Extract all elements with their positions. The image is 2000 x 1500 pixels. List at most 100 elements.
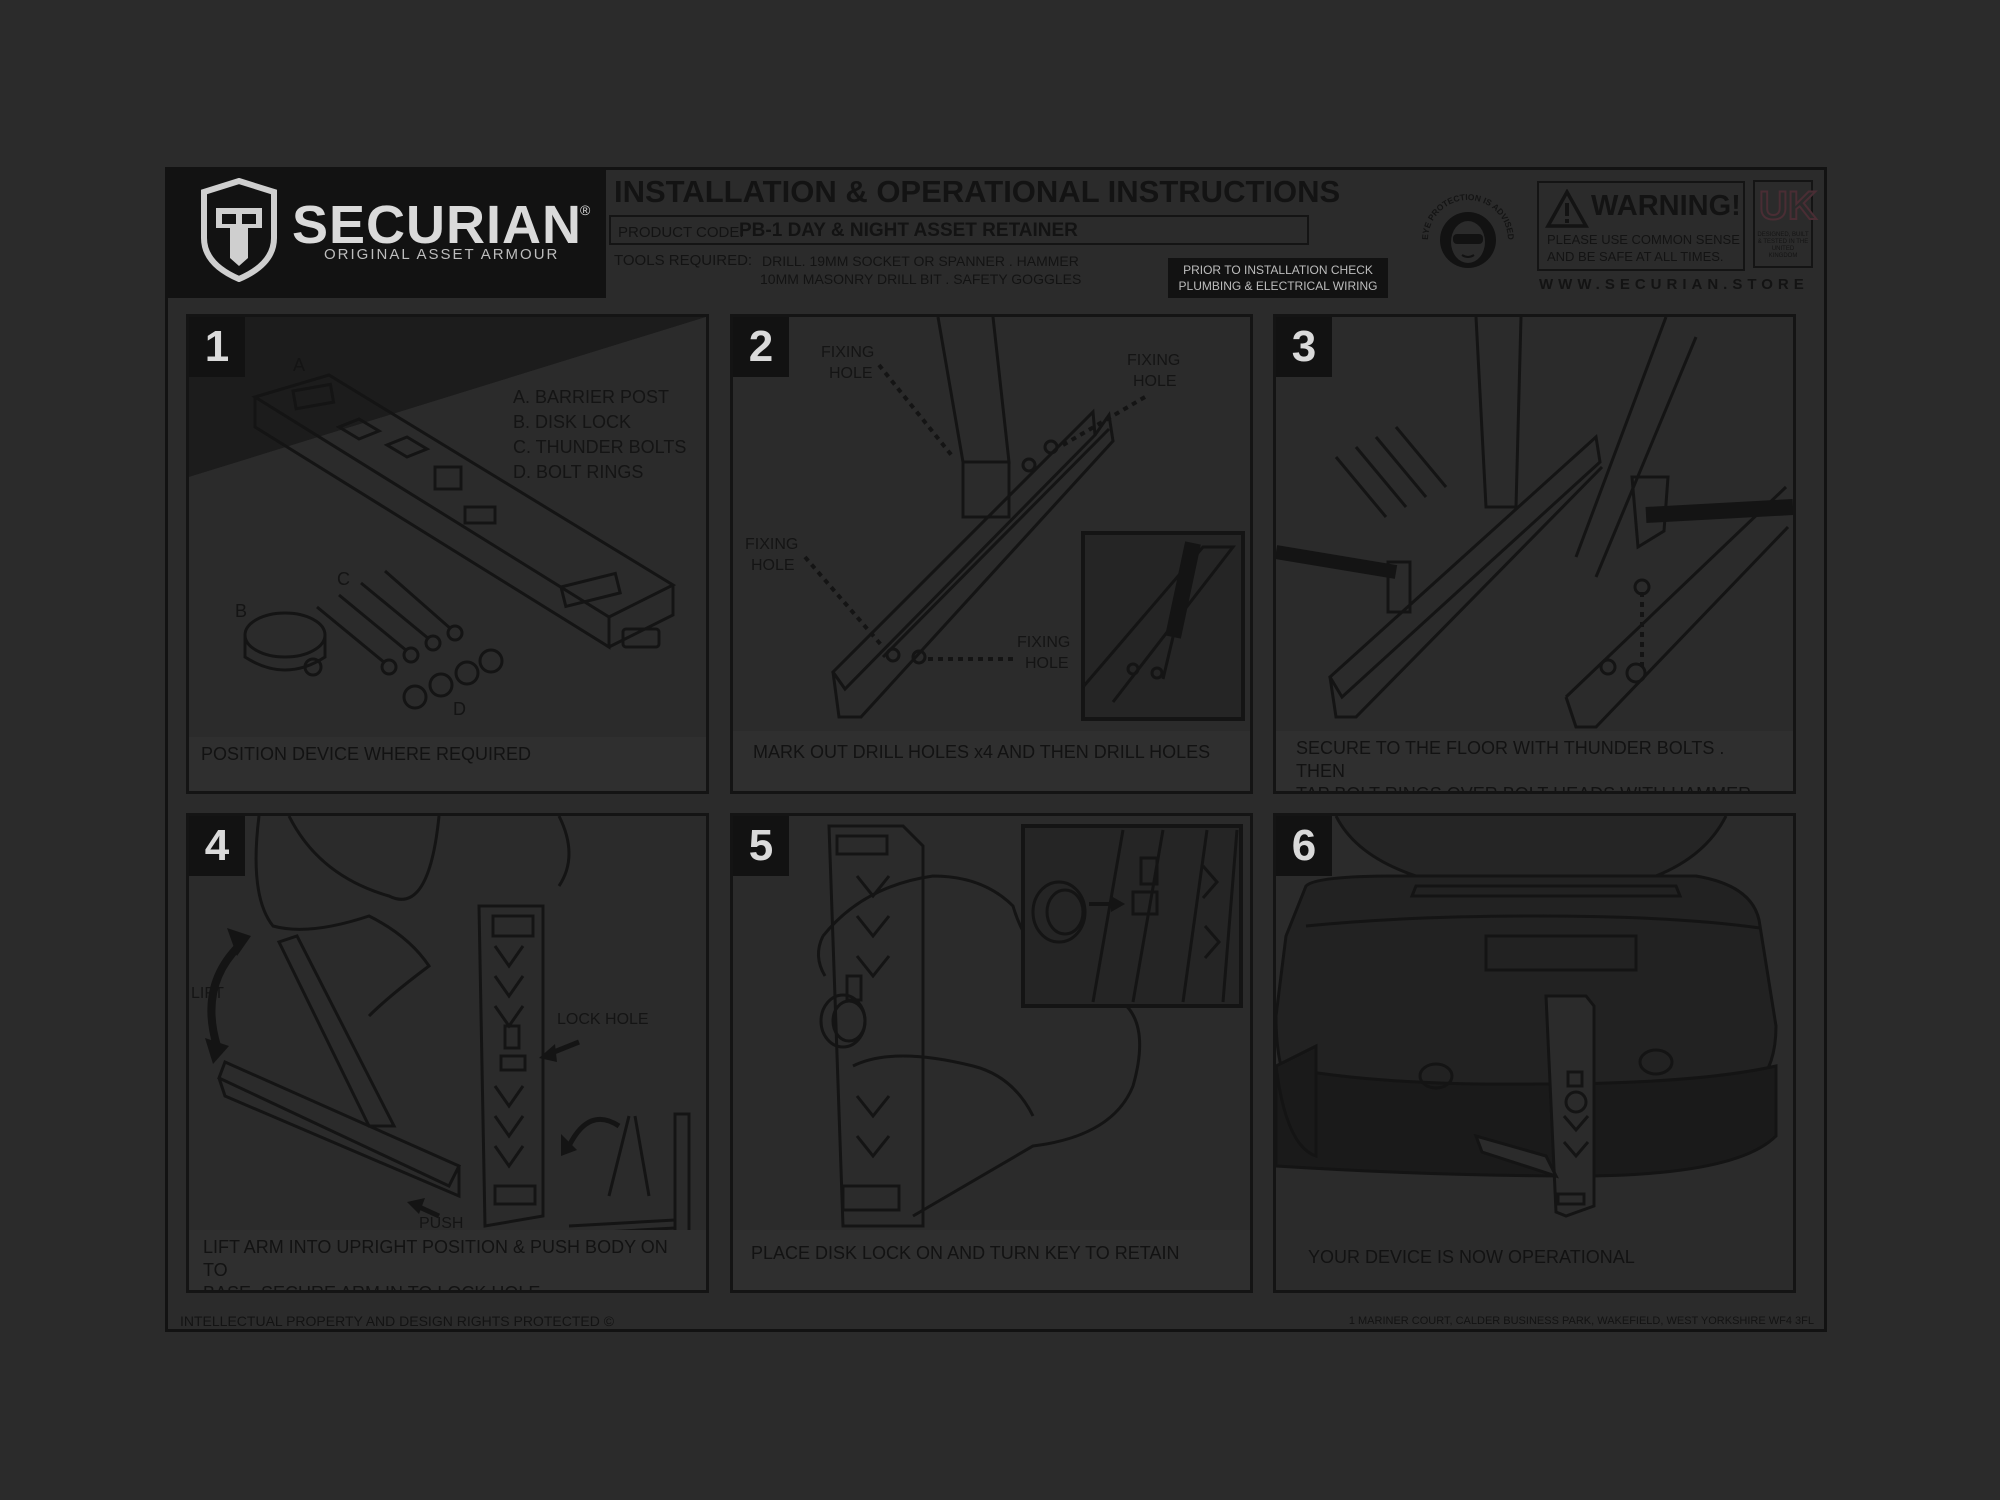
uk-badge: UK DESIGNED, BUILT & TESTED IN THE UNITE… [1753, 180, 1818, 268]
label-a: A [293, 355, 305, 375]
fixing-hole-label: FIXING [1127, 352, 1180, 369]
fixing-hole-leaders [803, 363, 1147, 661]
step-panel-3: 3 SECURE TO THE FLOOR WITH THUNDER BOLTS… [1273, 314, 1796, 794]
drill-inset [1081, 531, 1245, 721]
step-3-caption-line2: TAP BOLT RINGS OVER BOLT HEADS WITH HAMM… [1296, 784, 1752, 794]
website-url: WWW.SECURIAN.STORE [1539, 276, 1809, 293]
step-caption: PLACE DISK LOCK ON AND TURN KEY TO RETAI… [733, 1230, 1250, 1290]
step-number: 3 [1276, 317, 1332, 377]
parts-list-item: C. THUNDER BOLTS [513, 437, 686, 457]
helmet-logo-icon [201, 178, 277, 282]
step-number: 5 [733, 816, 789, 876]
step-caption: SECURE TO THE FLOOR WITH THUNDER BOLTS .… [1276, 731, 1793, 791]
lock-hole-arrow-icon [539, 1039, 580, 1062]
instruction-sheet: SECURIAN ® ORIGINAL ASSET ARMOUR INSTALL… [165, 167, 1827, 1332]
bolted-channel-drawing [1328, 317, 1790, 729]
uk-flag-letters: UK [1758, 183, 1818, 229]
step-panel-6: 6 YOUR DEVICE IS NOW OPERATIONAL [1273, 813, 1796, 1293]
prior-check-line2: PLUMBING & ELECTRICAL WIRING [1178, 279, 1378, 293]
lock-detail-inset [1021, 824, 1243, 1008]
step-1-caption: POSITION DEVICE WHERE REQUIRED [201, 744, 532, 764]
step-3-illustration [1276, 317, 1793, 729]
parts-list-item: D. BOLT RINGS [513, 462, 643, 482]
step-panel-2: FIXING HOLE FIXING HOLE FIXING HOLE FIXI… [730, 314, 1253, 794]
logo-block: SECURIAN ® ORIGINAL ASSET ARMOUR [168, 170, 606, 298]
step-5-caption: PLACE DISK LOCK ON AND TURN KEY TO RETAI… [751, 1243, 1180, 1263]
person-lifting-drawing [254, 816, 571, 1018]
step-caption: YOUR DEVICE IS NOW OPERATIONAL [1276, 1230, 1793, 1290]
step-6-caption: YOUR DEVICE IS NOW OPERATIONAL [1308, 1247, 1635, 1267]
uk-badge-text: DESIGNED, BUILT & TESTED IN THE UNITED K… [1757, 232, 1809, 259]
push-label: PUSH [419, 1215, 463, 1232]
mini-assembly-drawing [568, 1112, 691, 1236]
parts-list-item: A. BARRIER POST [513, 387, 669, 407]
step-panel-5: 5 PLACE DISK LOCK ON AND TURN KEY TO RET… [730, 813, 1253, 1293]
step-4-caption-line1: LIFT ARM INTO UPRIGHT POSITION & PUSH BO… [203, 1237, 668, 1280]
parts-list-item: B. DISK LOCK [513, 412, 631, 432]
car-rear-drawing [1276, 816, 1778, 1178]
step-2-caption: MARK OUT DRILL HOLES x4 AND THEN DRILL H… [753, 742, 1211, 762]
step-caption: LIFT ARM INTO UPRIGHT POSITION & PUSH BO… [189, 1230, 706, 1290]
lift-arrow-icon [205, 928, 251, 1064]
step-panel-4: LIFT LOCK HOLE PUSH 4 LIFT ARM INTO UPRI… [186, 813, 709, 1293]
fixing-hole-label: FIXING [821, 344, 874, 361]
bolt-rings-drawing [402, 648, 504, 710]
prior-check-notice: PRIOR TO INSTALLATION CHECK PLUMBING & E… [1168, 258, 1388, 298]
rotate-arrow-icon [561, 1116, 621, 1156]
brand-registered-mark: ® [580, 202, 591, 218]
step-number: 1 [189, 317, 245, 377]
fixing-hole-label: FIXING [1017, 634, 1070, 651]
tools-required-line1: DRILL. 19MM SOCKET OR SPANNER . HAMMER [762, 253, 1079, 269]
fixing-hole-label: HOLE [1025, 655, 1069, 672]
step-number: 6 [1276, 816, 1332, 876]
step-number: 4 [189, 816, 245, 876]
step-panel-1: A B C D A. BARRIER POST B. DISK LOCK C. … [186, 314, 709, 794]
tools-required-line2: 10MM MASONRY DRILL BIT . SAFETY GOGGLES [760, 271, 1082, 287]
fixing-hole-label: HOLE [829, 365, 873, 382]
warning-title: WARNING! [1591, 190, 1741, 222]
step-caption: MARK OUT DRILL HOLES x4 AND THEN DRILL H… [733, 731, 1250, 791]
disk-lock-drawing [819, 974, 867, 1049]
brand-name: SECURIAN [292, 195, 583, 255]
lift-label: LIFT [191, 985, 224, 1002]
warning-text: PLEASE USE COMMON SENSE AND BE SAFE AT A… [1547, 232, 1740, 264]
footer-rights-notice: INTELLECTUAL PROPERTY AND DESIGN RIGHTS … [180, 1313, 615, 1329]
thunder-bolts-drawing [316, 569, 464, 676]
step-3-caption-line1: SECURE TO THE FLOOR WITH THUNDER BOLTS .… [1296, 738, 1725, 781]
brand-tagline: ORIGINAL ASSET ARMOUR [324, 246, 560, 263]
barrier-upright-drawing [827, 824, 925, 1228]
step-4-illustration: LIFT LOCK HOLE PUSH [191, 816, 691, 1236]
safety-goggles-badge: EYE PROTECTION IS ADVISED WHEN USING TOO… [1418, 182, 1516, 268]
step-6-illustration [1276, 816, 1778, 1218]
warning-triangle-icon [1545, 189, 1589, 228]
fixing-hole-label: HOLE [751, 557, 795, 574]
socket-wrench-drawing [1276, 545, 1412, 614]
fixing-hole-label: HOLE [1133, 373, 1177, 390]
product-code-label: PRODUCT CODE: [618, 224, 744, 241]
barrier-arm-drawing [217, 934, 462, 1199]
page-title: INSTALLATION & OPERATIONAL INSTRUCTIONS [614, 174, 1341, 209]
barrier-body-drawing [477, 904, 545, 1228]
step-1-illustration: A B C D A. BARRIER POST B. DISK LOCK C. … [189, 317, 706, 737]
product-code-value: PB-1 DAY & NIGHT ASSET RETAINER [739, 220, 1078, 241]
goggles-face-icon [1451, 221, 1485, 263]
hammer-icon [1630, 475, 1793, 550]
label-c: C [337, 569, 350, 589]
push-arrow-icon [407, 1198, 441, 1219]
footer-address: 1 MARINER COURT, CALDER BUSINESS PARK, W… [1348, 1315, 1814, 1327]
step-4-caption-line2: BASE. SECURE ARM IN TO LOCK HOLE [203, 1283, 541, 1293]
prior-check-line1: PRIOR TO INSTALLATION CHECK [1183, 263, 1373, 277]
barrier-upright-drawing [1473, 994, 1596, 1218]
label-d: D [453, 699, 466, 719]
step-number: 2 [733, 317, 789, 377]
tools-required-label: TOOLS REQUIRED: [614, 252, 753, 269]
step-5-illustration [817, 824, 1243, 1228]
thunder-bolts-drawing [1334, 426, 1448, 518]
product-code-box: PRODUCT CODE: PB-1 DAY & NIGHT ASSET RET… [609, 215, 1309, 245]
barrier-post-drawing [251, 373, 677, 650]
label-b: B [235, 601, 247, 621]
warning-box: WARNING! PLEASE USE COMMON SENSE AND BE … [1537, 181, 1745, 271]
step-caption: POSITION DEVICE WHERE REQUIRED [189, 737, 706, 791]
disk-lock-drawing [243, 611, 327, 677]
lock-hole-label: LOCK HOLE [557, 1011, 649, 1028]
